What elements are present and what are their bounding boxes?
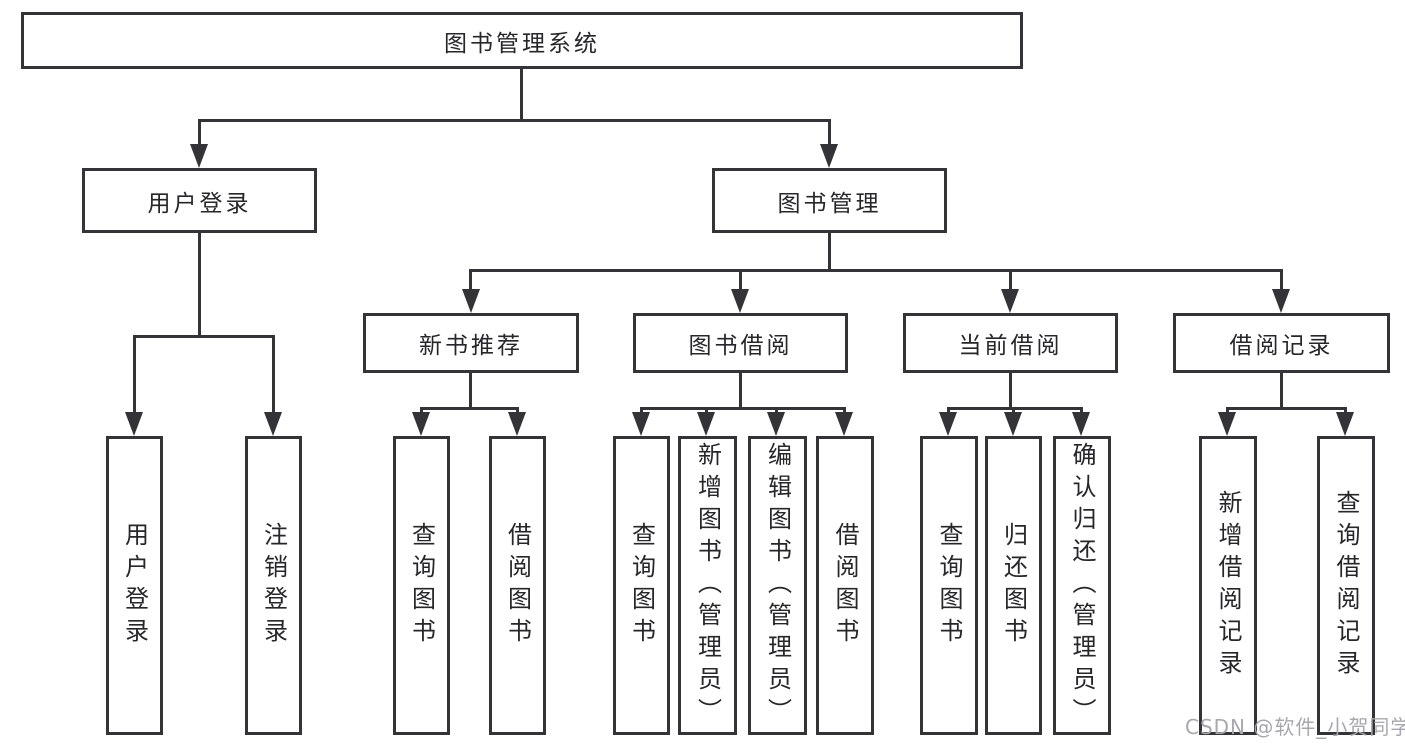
connector-borrow-records-bar xyxy=(1226,407,1347,410)
node-leaf-add-book-admin: 新增图书（管理员） xyxy=(678,436,737,735)
leaf-label: 借阅图书 xyxy=(503,521,532,650)
leaf-label: 新增借阅记录 xyxy=(1214,489,1242,682)
leaf-label: 用户登录 xyxy=(120,521,149,650)
leaf-label: 确认归还（管理员） xyxy=(1068,441,1096,730)
connector-book-management-stem xyxy=(828,233,831,272)
arrow-down-icon xyxy=(412,412,430,436)
node-leaf-query-borrow-record: 查询借阅记录 xyxy=(1317,436,1375,735)
leaf-label: 归还图书 xyxy=(999,521,1028,650)
node-user-login-label: 用户登录 xyxy=(147,190,252,217)
node-book-borrow: 图书借阅 xyxy=(633,313,848,373)
arrow-down-icon xyxy=(190,144,208,168)
leaf-label: 查询借阅记录 xyxy=(1332,489,1360,682)
connector-user-login-bar xyxy=(133,335,275,338)
connector-stem-user-login xyxy=(198,122,201,148)
arrow-down-icon xyxy=(508,412,526,436)
connector-new-book-stem xyxy=(469,373,472,410)
node-leaf-return-book: 归还图书 xyxy=(985,436,1042,735)
node-user-login: 用户登录 xyxy=(82,168,317,233)
leaf-label: 查询图书 xyxy=(935,521,963,650)
node-borrow-records-label: 借阅记录 xyxy=(1229,333,1334,359)
arrow-down-icon xyxy=(1072,412,1090,436)
leaf-label: 注销登录 xyxy=(259,521,288,650)
node-current-borrow-label: 当前借阅 xyxy=(958,333,1063,359)
connector-borrow-records-stem xyxy=(1280,373,1283,410)
connector-book-borrow-stem xyxy=(739,373,742,410)
arrow-down-icon xyxy=(1001,289,1019,313)
node-root: 图书管理系统 xyxy=(21,12,1023,69)
arrow-down-icon xyxy=(835,412,853,436)
arrow-down-icon xyxy=(767,412,785,436)
leaf-label: 查询图书 xyxy=(627,521,656,650)
connector-current-borrow-bar xyxy=(947,407,1083,410)
node-leaf-borrow-books: 借阅图书 xyxy=(816,436,874,735)
node-new-book-recommend-label: 新书推荐 xyxy=(419,333,523,359)
arrow-down-icon xyxy=(1004,412,1022,436)
arrow-down-icon xyxy=(731,289,749,313)
node-leaf-logout: 注销登录 xyxy=(245,436,302,735)
node-leaf-query-books-borrow: 查询图书 xyxy=(613,436,670,735)
node-leaf-user-login: 用户登录 xyxy=(106,436,163,735)
arrow-down-icon xyxy=(939,412,957,436)
node-current-borrow: 当前借阅 xyxy=(903,313,1118,373)
arrow-down-icon xyxy=(264,412,282,436)
arrow-down-icon xyxy=(697,412,715,436)
connector-book-management-bar xyxy=(469,269,1283,272)
node-book-management-label: 图书管理 xyxy=(777,190,882,217)
connector-stem-book-management xyxy=(828,122,831,148)
node-leaf-query-books-current: 查询图书 xyxy=(920,436,978,735)
connector-user-login-stem xyxy=(198,233,201,338)
node-leaf-edit-book-admin: 编辑图书（管理员） xyxy=(748,436,807,735)
node-book-borrow-label: 图书借阅 xyxy=(688,333,793,359)
connector-stem-book-borrow xyxy=(739,272,742,292)
connector-current-borrow-stem xyxy=(1009,373,1012,410)
connector-leaf-stem xyxy=(133,338,136,416)
node-leaf-add-borrow-record: 新增借阅记录 xyxy=(1199,436,1257,735)
node-new-book-recommend: 新书推荐 xyxy=(363,313,579,373)
connector-leaf-stem xyxy=(272,338,275,416)
arrow-down-icon xyxy=(1218,412,1236,436)
arrow-down-icon xyxy=(632,412,650,436)
arrow-down-icon xyxy=(125,412,143,436)
watermark-text: CSDN @软件_小贺同学 xyxy=(1185,715,1405,739)
node-leaf-borrow-books-recommend: 借阅图书 xyxy=(489,436,546,735)
arrow-down-icon xyxy=(1336,412,1354,436)
connector-root-bar xyxy=(198,119,831,122)
node-leaf-query-books-recommend: 查询图书 xyxy=(393,436,450,735)
connector-root-stem xyxy=(520,69,523,122)
arrow-down-icon xyxy=(820,144,838,168)
leaf-label: 新增图书（管理员） xyxy=(693,441,722,730)
arrow-down-icon xyxy=(462,289,480,313)
leaf-label: 查询图书 xyxy=(407,521,436,650)
leaf-label: 编辑图书（管理员） xyxy=(763,441,792,730)
node-book-management: 图书管理 xyxy=(712,168,947,233)
connector-stem-borrow-records xyxy=(1280,272,1283,292)
connector-book-borrow-bar xyxy=(640,407,846,410)
leaf-label: 借阅图书 xyxy=(831,521,859,650)
node-borrow-records: 借阅记录 xyxy=(1173,313,1390,373)
node-leaf-confirm-return-admin: 确认归还（管理员） xyxy=(1053,436,1111,735)
connector-stem-new-book xyxy=(469,272,472,292)
connector-stem-current-borrow xyxy=(1009,272,1012,292)
node-root-label: 图书管理系统 xyxy=(444,30,600,57)
arrow-down-icon xyxy=(1272,289,1290,313)
connector-new-book-bar xyxy=(420,407,519,410)
